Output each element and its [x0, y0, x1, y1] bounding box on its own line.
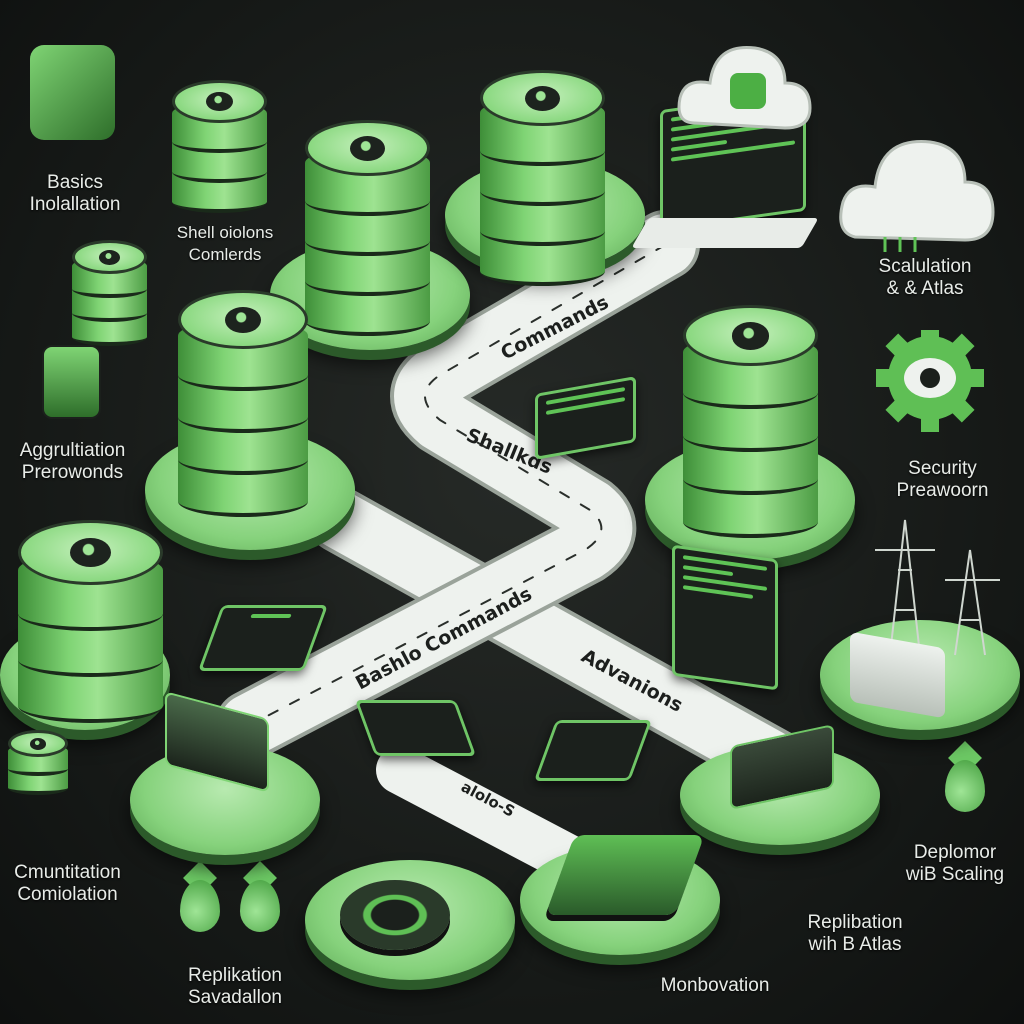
drop-icon — [240, 880, 280, 932]
database-knob — [70, 538, 111, 568]
database-knob — [99, 249, 120, 265]
database-knob — [206, 92, 233, 112]
database-stack-icon — [18, 520, 163, 723]
gear-icon — [876, 330, 984, 432]
label-monitoring: Monbovation — [660, 975, 770, 996]
label-quantization: Cmuntitation Comiolation — [14, 862, 121, 905]
database-stack-icon — [305, 120, 430, 336]
drop-icon — [180, 880, 220, 932]
cloud-icon — [677, 45, 812, 130]
label-basics-installation: Basics Inolallation — [29, 172, 121, 215]
database-knob — [29, 737, 47, 750]
monitor-disc — [340, 880, 450, 950]
database-knob — [350, 135, 385, 161]
database-top — [178, 290, 308, 349]
database-stack-icon — [72, 240, 147, 346]
monitor-screen — [672, 544, 778, 691]
database-knob — [224, 306, 262, 334]
cube-icon — [30, 45, 115, 140]
cloud-icon — [839, 140, 995, 252]
panel-screen — [354, 700, 477, 756]
label-deployment: Deplomor wiB Scaling — [905, 842, 1005, 885]
drop-icon — [945, 760, 985, 812]
database-stack-icon — [172, 80, 267, 213]
database-stack-icon — [480, 70, 605, 286]
database-stack-icon — [8, 730, 68, 795]
label-shell-commands: Shell oiolons Comlerds — [176, 223, 274, 264]
database-stack-icon — [683, 305, 818, 538]
database-knob — [525, 85, 560, 111]
label-aggregation: Aggrultiation Prerowonds — [19, 440, 126, 483]
container-icon — [42, 345, 101, 419]
label-replication-atlas: Replibation wih B Atlas — [807, 912, 903, 955]
label-scaling-atlas: Scalulation & & Atlas — [878, 256, 972, 299]
label-security: Security Preawoorn — [896, 458, 989, 501]
label-replication: Replikation Savadallon — [187, 965, 283, 1008]
database-stack-icon — [178, 290, 308, 517]
database-knob — [731, 322, 770, 350]
power-tower-icon — [875, 519, 1000, 656]
